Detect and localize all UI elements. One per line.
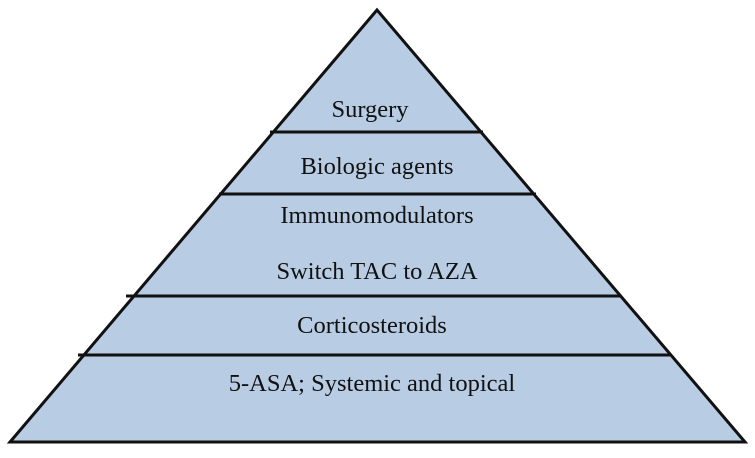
- tier-sublabel-switch-tac-to-aza: Switch TAC to AZA: [276, 258, 477, 285]
- tier-label-5-asa: 5-ASA; Systemic and topical: [229, 370, 516, 397]
- pyramid-body: [6, 7, 749, 444]
- tier-label-immunomodulators: Immunomodulators: [280, 202, 473, 229]
- tier-label-corticosteroids: Corticosteroids: [297, 312, 447, 339]
- tier-label-biologic-agents: Biologic agents: [300, 153, 453, 180]
- tier-label-surgery: Surgery: [331, 96, 409, 123]
